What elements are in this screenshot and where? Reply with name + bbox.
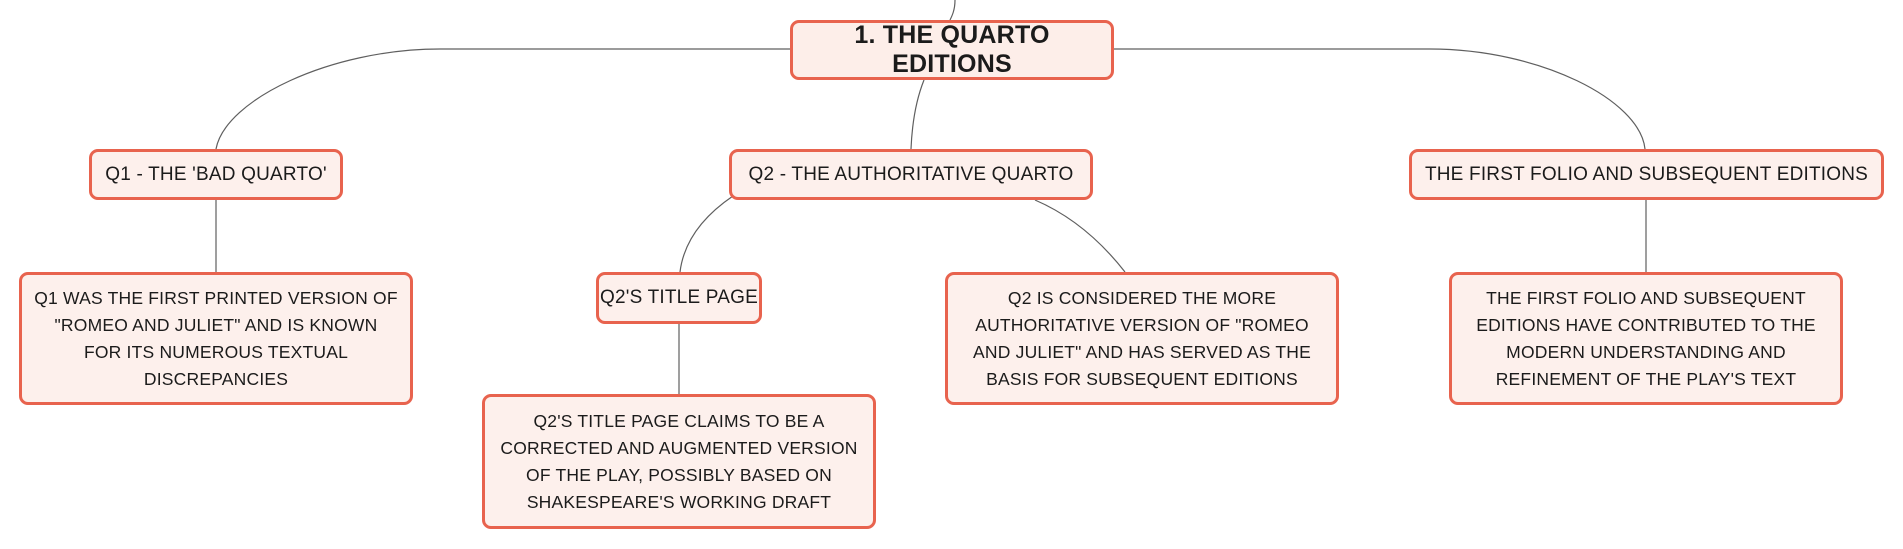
- q1-topic-node[interactable]: Q1 - THE 'BAD QUARTO': [89, 149, 343, 200]
- connector-parent-to-root: [949, 0, 956, 21]
- q1-topic-label: Q1 - THE 'BAD QUARTO': [105, 163, 327, 185]
- q2-title-page-detail-text: Q2'S TITLE PAGE CLAIMS TO BE A CORRECTED…: [500, 410, 858, 512]
- folio-detail-node[interactable]: THE FIRST FOLIO AND SUBSEQUENT EDITIONS …: [1449, 272, 1843, 405]
- q2-detail-node[interactable]: Q2 IS CONSIDERED THE MORE AUTHORITATIVE …: [945, 272, 1339, 405]
- connector-q2-to-title-page: [679, 195, 734, 273]
- connector-root-to-folio: [1114, 48, 1646, 150]
- connector-root-to-q2: [910, 79, 925, 150]
- connector-root-to-q1: [215, 48, 790, 150]
- q2-topic-label: Q2 - THE AUTHORITATIVE QUARTO: [748, 163, 1074, 185]
- folio-topic-label: THE FIRST FOLIO AND SUBSEQUENT EDITIONS: [1424, 163, 1869, 185]
- q2-title-page-node[interactable]: Q2'S TITLE PAGE: [596, 272, 762, 324]
- connector-q2-to-detail: [1034, 199, 1126, 273]
- folio-topic-node[interactable]: THE FIRST FOLIO AND SUBSEQUENT EDITIONS: [1409, 149, 1884, 200]
- q2-title-page-label: Q2'S TITLE PAGE: [600, 287, 758, 308]
- q2-title-page-detail-node[interactable]: Q2'S TITLE PAGE CLAIMS TO BE A CORRECTED…: [482, 394, 876, 529]
- q2-detail-text: Q2 IS CONSIDERED THE MORE AUTHORITATIVE …: [973, 287, 1311, 389]
- q2-topic-node[interactable]: Q2 - THE AUTHORITATIVE QUARTO: [729, 149, 1093, 200]
- folio-detail-text: THE FIRST FOLIO AND SUBSEQUENT EDITIONS …: [1476, 287, 1816, 389]
- root-topic-node[interactable]: 1. THE QUARTO EDITIONS: [790, 20, 1114, 80]
- root-topic-label: 1. THE QUARTO EDITIONS: [854, 21, 1050, 78]
- q1-detail-text: Q1 WAS THE FIRST PRINTED VERSION OF "ROM…: [34, 287, 398, 389]
- q1-detail-node[interactable]: Q1 WAS THE FIRST PRINTED VERSION OF "ROM…: [19, 272, 413, 405]
